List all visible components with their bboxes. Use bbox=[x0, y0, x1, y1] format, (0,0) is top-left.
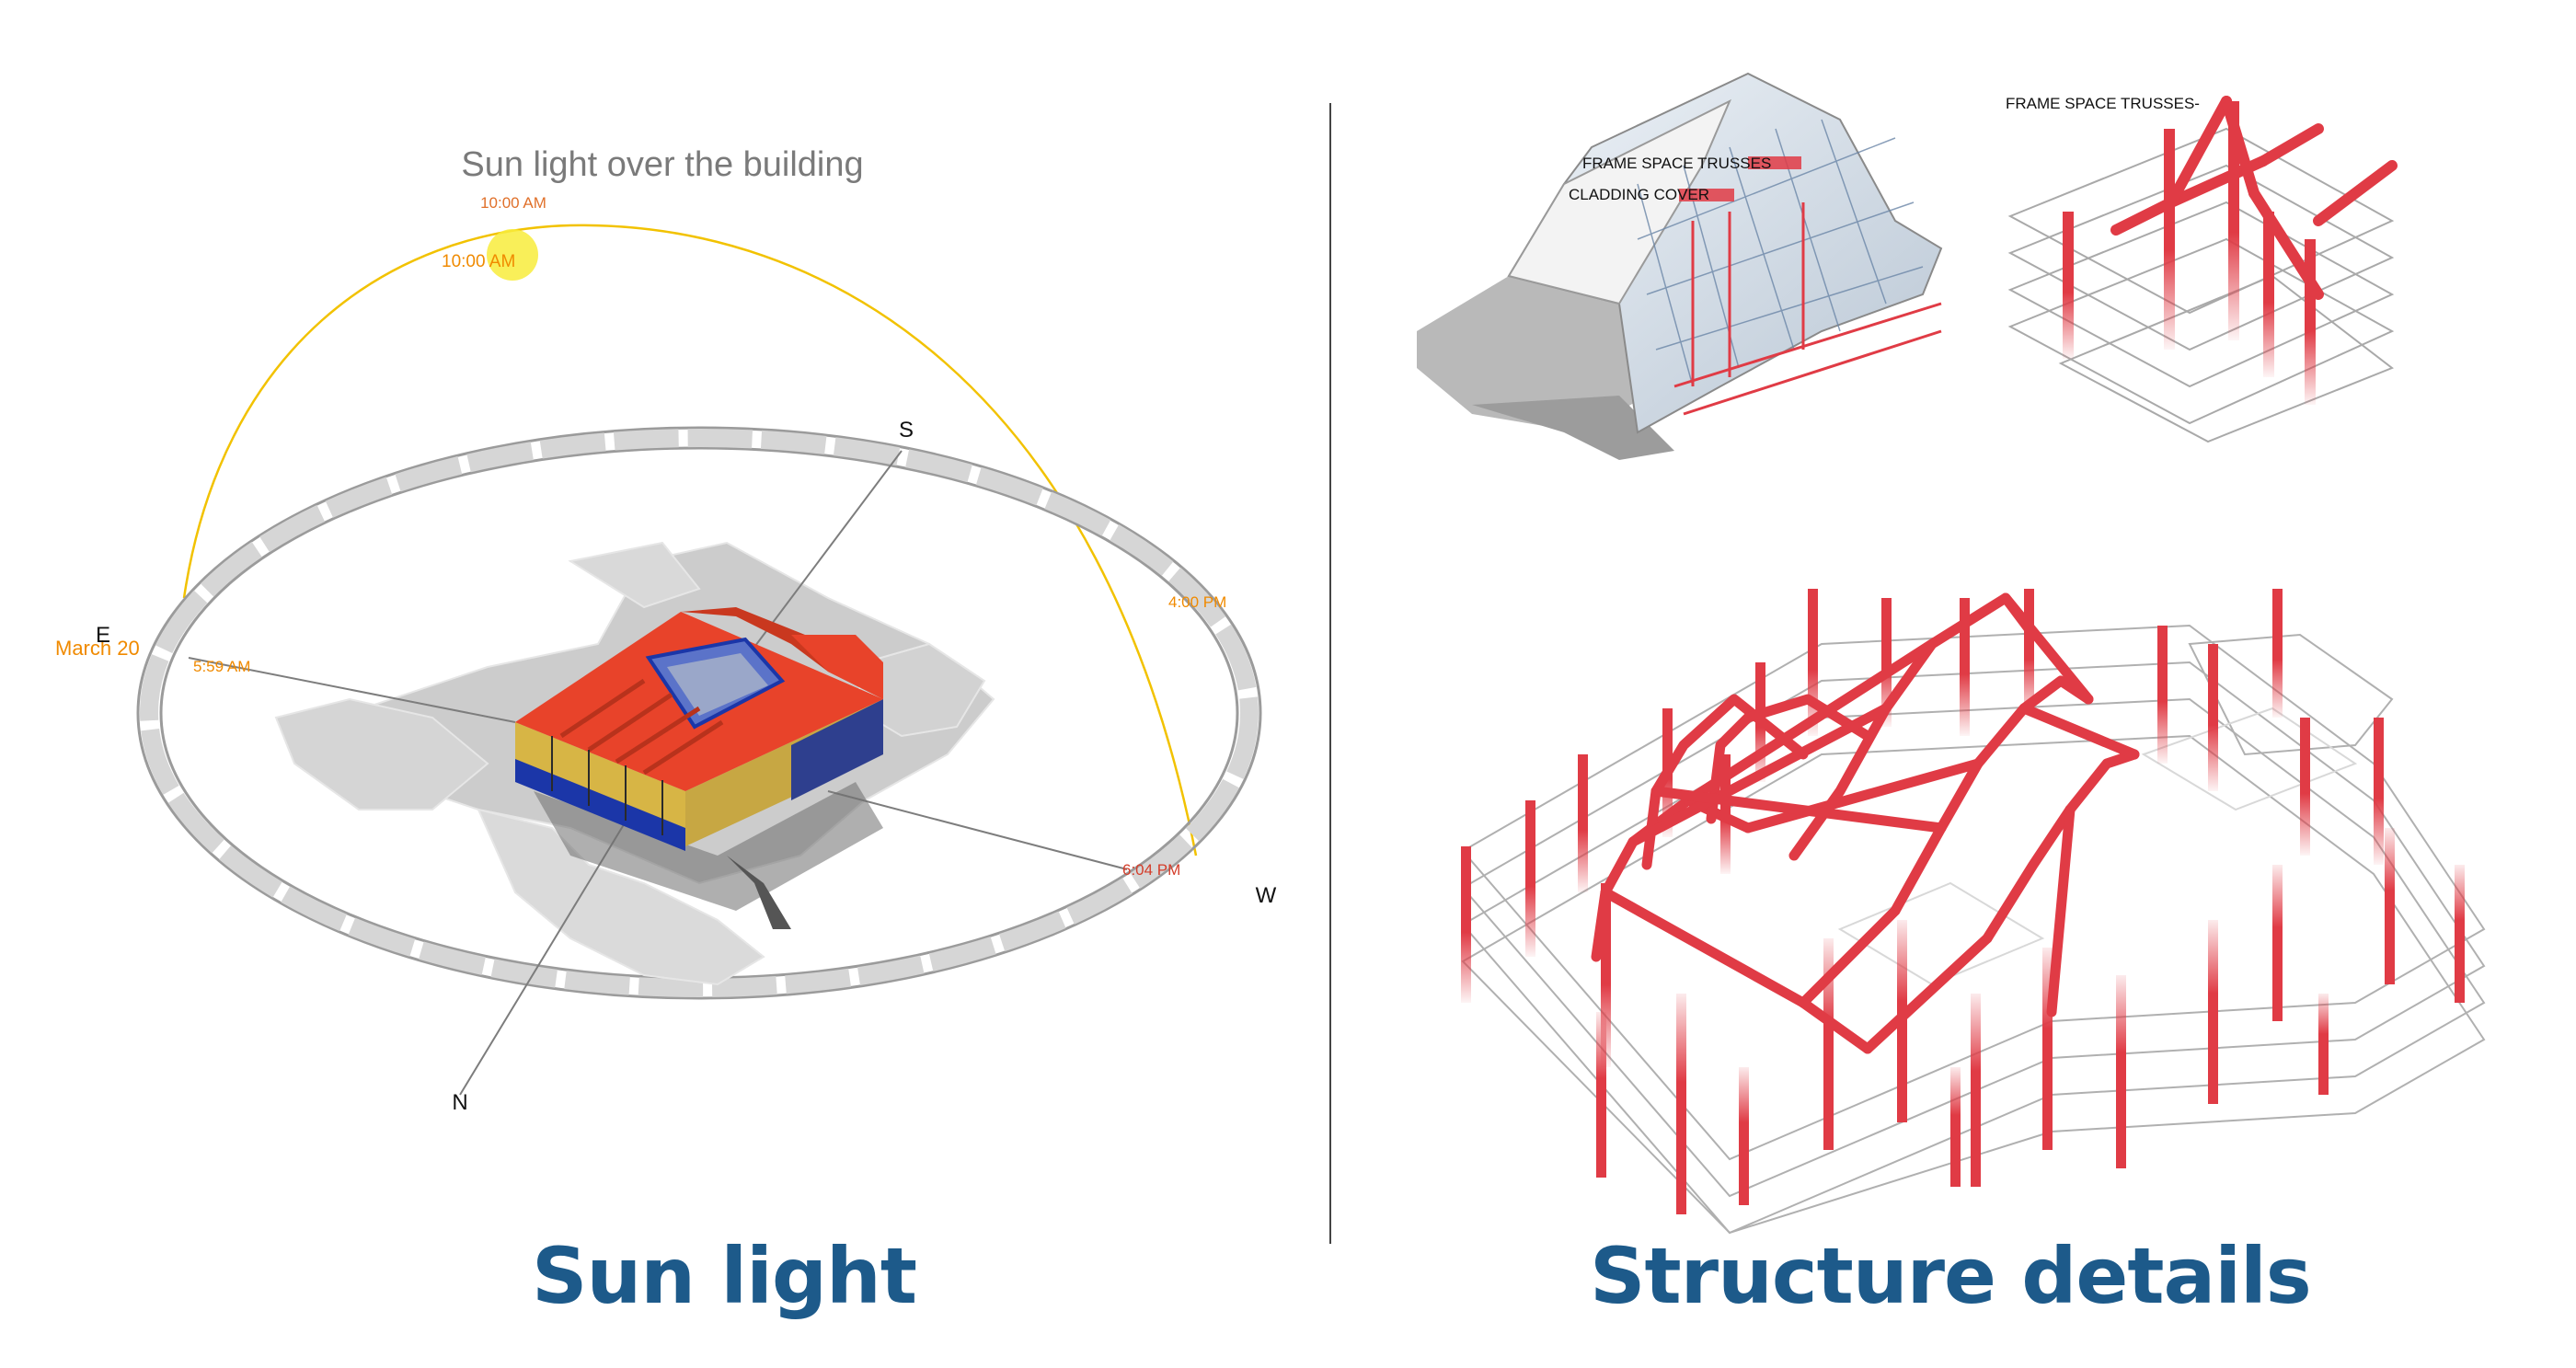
sun-diagram-title: Sun light over the building bbox=[461, 145, 863, 184]
structure-columns bbox=[1461, 589, 2465, 1214]
compass-east-label: E bbox=[96, 623, 110, 648]
large-frame-model bbox=[1461, 589, 2486, 1235]
sun-time-label: 10:00 AM bbox=[442, 252, 515, 271]
sun-icon bbox=[487, 229, 538, 281]
compass-south-label: S bbox=[899, 418, 914, 443]
structure-details-caption: Structure details bbox=[1590, 1231, 2312, 1321]
building-model bbox=[515, 607, 883, 929]
compass-north-label: N bbox=[452, 1090, 467, 1115]
sunrise-time-label: 5:59 AM bbox=[193, 658, 250, 675]
cladding-model: FRAME SPACE TRUSSES CLADDING COVER bbox=[1417, 72, 1943, 460]
panel-divider bbox=[1329, 103, 1331, 1244]
date-label: March 20 bbox=[55, 637, 140, 660]
small-frame-model: FRAME SPACE TRUSSES- bbox=[2006, 95, 2398, 443]
compass-ring-band bbox=[140, 429, 1259, 997]
frame-space-trusses-label-a: FRAME SPACE TRUSSES bbox=[1582, 155, 1771, 172]
frame-space-trusses-label-b: FRAME SPACE TRUSSES- bbox=[2006, 95, 2200, 112]
compass-west-label: W bbox=[1256, 883, 1277, 908]
compass-ring-outer bbox=[136, 426, 1262, 1000]
afternoon-time-label: 4:00 PM bbox=[1168, 593, 1226, 611]
sun-time-top-label: 10:00 AM bbox=[480, 194, 546, 212]
cladding-cover-label: CLADDING COVER bbox=[1569, 186, 1709, 203]
sun-light-caption: Sun light bbox=[532, 1231, 917, 1321]
sunset-time-label: 6:04 PM bbox=[1122, 861, 1180, 879]
sun-diagram: Sun light over the building bbox=[55, 145, 1277, 1115]
